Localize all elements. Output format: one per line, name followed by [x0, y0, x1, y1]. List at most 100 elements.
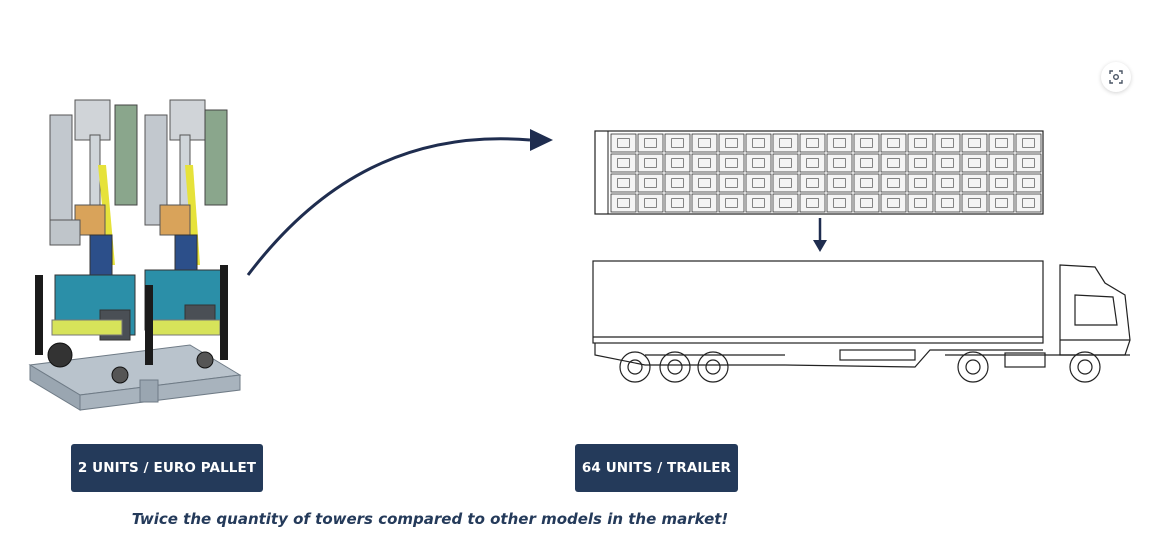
trailer-unit-cell — [934, 153, 961, 173]
trailer-unit-detail — [995, 138, 1008, 148]
trailer-unit-detail — [995, 198, 1008, 208]
trailer-units-badge: 64 UNITS / TRAILER — [575, 444, 738, 492]
trailer-unit-detail — [644, 198, 657, 208]
trailer-unit-detail — [725, 138, 738, 148]
trailer-unit-detail — [914, 198, 927, 208]
trailer-unit-cell — [988, 173, 1015, 193]
curved-arrow-icon — [246, 129, 553, 276]
trailer-unit-cell — [880, 173, 907, 193]
trailer-unit-detail — [752, 158, 765, 168]
zoom-button[interactable] — [1101, 62, 1131, 92]
trailer-unit-cell — [853, 133, 880, 153]
trailer-unit-detail — [887, 158, 900, 168]
trailer-unit-detail — [914, 158, 927, 168]
trailer-unit-detail — [968, 158, 981, 168]
trailer-unit-cell — [718, 133, 745, 153]
trailer-unit-detail — [1022, 138, 1035, 148]
truck-side-view-illustration — [592, 260, 1131, 383]
trailer-unit-detail — [995, 178, 1008, 188]
trailer-unit-cell — [826, 173, 853, 193]
trailer-unit-detail — [779, 198, 792, 208]
trailer-unit-cell — [799, 173, 826, 193]
trailer-unit-cell — [961, 173, 988, 193]
trailer-unit-detail — [779, 158, 792, 168]
trailer-unit-cell — [691, 133, 718, 153]
trailer-unit-detail — [698, 198, 711, 208]
trailer-unit-detail — [860, 178, 873, 188]
trailer-unit-detail — [671, 138, 684, 148]
trailer-unit-detail — [914, 138, 927, 148]
trailer-unit-detail — [968, 198, 981, 208]
trailer-unit-cell — [934, 193, 961, 213]
trailer-unit-cell — [691, 153, 718, 173]
trailer-unit-detail — [1022, 198, 1035, 208]
trailer-unit-cell — [718, 193, 745, 213]
trailer-unit-detail — [941, 198, 954, 208]
trailer-unit-cell — [664, 173, 691, 193]
trailer-unit-cell — [637, 153, 664, 173]
trailer-unit-cell — [907, 193, 934, 213]
trailer-unit-detail — [941, 178, 954, 188]
fullscreen-zoom-icon — [1109, 70, 1123, 84]
trailer-unit-detail — [914, 178, 927, 188]
trailer-unit-detail — [671, 198, 684, 208]
trailer-unit-detail — [887, 138, 900, 148]
trailer-unit-cell — [961, 193, 988, 213]
trailer-unit-cell — [664, 193, 691, 213]
trailer-unit-detail — [941, 138, 954, 148]
trailer-unit-cell — [934, 173, 961, 193]
trailer-unit-detail — [644, 158, 657, 168]
trailer-unit-cell — [988, 193, 1015, 213]
trailer-unit-cell — [1015, 193, 1042, 213]
trailer-unit-detail — [617, 138, 630, 148]
trailer-unit-cell — [853, 193, 880, 213]
trailer-unit-cell — [880, 193, 907, 213]
trailer-unit-cell — [988, 133, 1015, 153]
trailer-unit-cell — [907, 173, 934, 193]
trailer-unit-detail — [833, 158, 846, 168]
trailer-unit-cell — [610, 173, 637, 193]
trailer-unit-cell — [853, 173, 880, 193]
trailer-unit-cell — [745, 193, 772, 213]
trailer-unit-detail — [644, 178, 657, 188]
trailer-unit-cell — [664, 153, 691, 173]
trailer-unit-cell — [610, 193, 637, 213]
trailer-unit-detail — [833, 138, 846, 148]
trailer-unit-cell — [988, 153, 1015, 173]
trailer-unit-cell — [880, 133, 907, 153]
trailer-unit-cell — [907, 153, 934, 173]
trailer-unit-detail — [860, 158, 873, 168]
trailer-unit-detail — [833, 178, 846, 188]
trailer-unit-cell — [799, 193, 826, 213]
trailer-unit-cell — [1015, 133, 1042, 153]
trailer-unit-cell — [907, 133, 934, 153]
pallet-towers-illustration — [28, 99, 242, 411]
trailer-unit-detail — [860, 198, 873, 208]
trailer-unit-cell — [745, 173, 772, 193]
trailer-unit-detail — [617, 178, 630, 188]
trailer-unit-cell — [610, 133, 637, 153]
trailer-unit-cell — [718, 173, 745, 193]
trailer-unit-cell — [1015, 153, 1042, 173]
trailer-unit-detail — [698, 138, 711, 148]
trailer-unit-detail — [806, 158, 819, 168]
trailer-unit-detail — [995, 158, 1008, 168]
trailer-unit-cell — [961, 133, 988, 153]
trailer-unit-detail — [860, 138, 873, 148]
trailer-unit-cell — [610, 153, 637, 173]
trailer-unit-cell — [637, 193, 664, 213]
trailer-unit-cell — [799, 133, 826, 153]
trailer-unit-cell — [772, 133, 799, 153]
trailer-unit-cell — [745, 153, 772, 173]
trailer-unit-cell — [691, 193, 718, 213]
trailer-unit-detail — [887, 178, 900, 188]
trailer-unit-cell — [664, 133, 691, 153]
trailer-unit-detail — [698, 178, 711, 188]
trailer-unit-detail — [833, 198, 846, 208]
trailer-unit-cell — [718, 153, 745, 173]
trailer-unit-cell — [826, 193, 853, 213]
down-arrow-icon — [813, 218, 827, 252]
trailer-unit-cell — [772, 153, 799, 173]
trailer-unit-cell — [772, 193, 799, 213]
trailer-unit-detail — [968, 178, 981, 188]
